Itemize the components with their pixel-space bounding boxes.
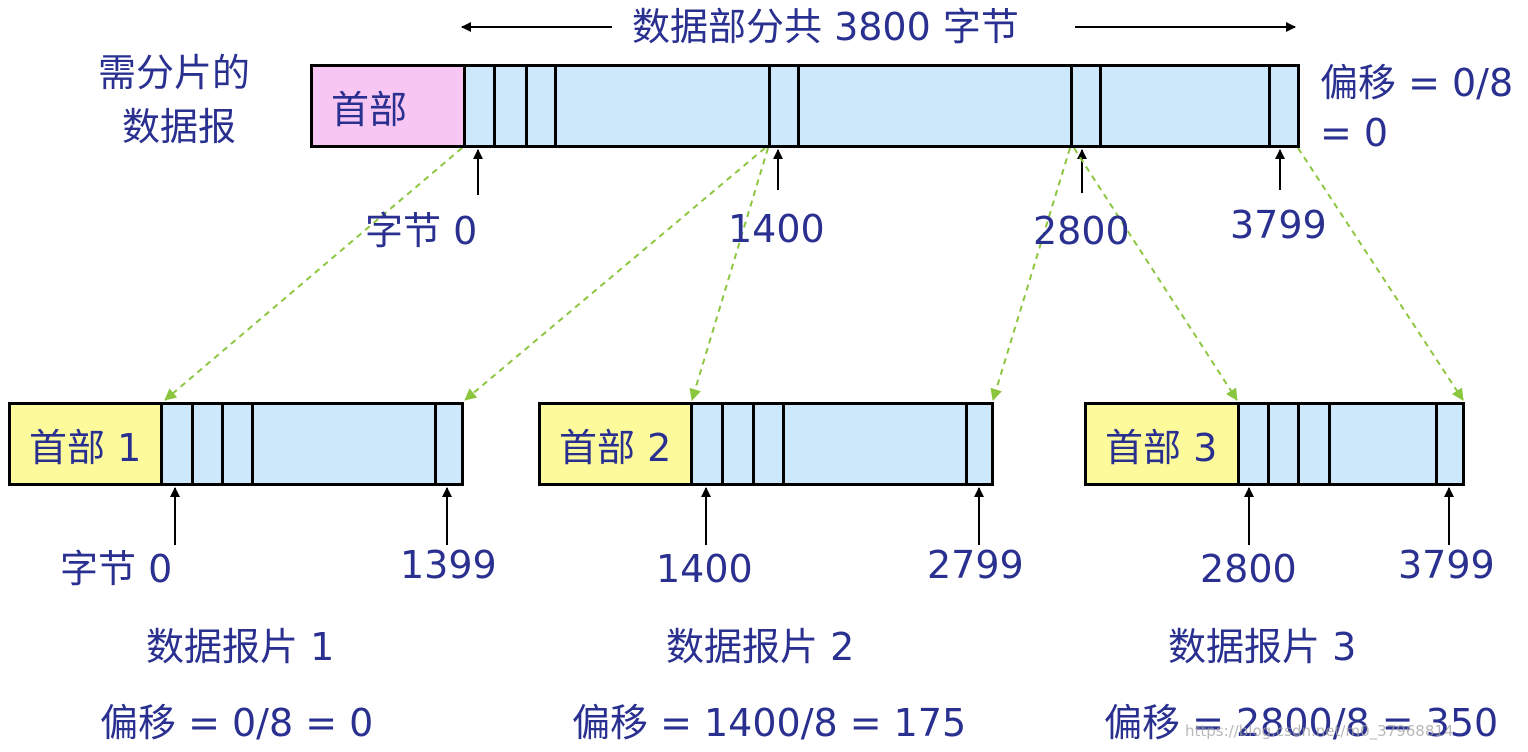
top-byte-label-3799: 3799 xyxy=(1230,203,1327,247)
fragment-3-offset: 偏移 = 2800/8 = 350 xyxy=(1104,701,1499,745)
fragment-segment-divider xyxy=(221,405,224,483)
fragment-2-start-label: 1400 xyxy=(656,547,753,591)
fragment-3-end-label: 3799 xyxy=(1398,543,1495,587)
fragment-3: 首部 3 xyxy=(1084,402,1465,486)
top-segment-divider xyxy=(1099,67,1102,145)
fragment-2-header-label: 首部 2 xyxy=(559,425,672,470)
watermark: https://blog.csdn.net/m0_37968814 xyxy=(1185,722,1454,740)
top-offset-line2: = 0 xyxy=(1320,111,1389,155)
fragment-3-name: 数据报片 3 xyxy=(1168,625,1357,669)
fragment-segment-divider xyxy=(965,405,968,483)
fragment-1: 首部 1 xyxy=(8,402,464,486)
fragment-1-end-label: 1399 xyxy=(400,543,497,587)
connector-frag3-start xyxy=(1073,147,1238,401)
top-segment-divider xyxy=(554,67,557,145)
top-byte-label-0: 字节 0 xyxy=(365,209,478,253)
fragment-1-name: 数据报片 1 xyxy=(146,625,335,669)
top-datagram-header: 首部 xyxy=(313,67,466,145)
top-byte-label-2800: 2800 xyxy=(1033,209,1130,253)
fragment-2-name: 数据报片 2 xyxy=(666,625,855,669)
fragment-segment-divider xyxy=(434,405,437,483)
top-segment-divider xyxy=(768,67,771,145)
top-segment-divider xyxy=(1268,67,1271,145)
connector-frag1-end xyxy=(464,147,766,401)
top-segment-divider xyxy=(493,67,496,145)
fragment-2-header: 首部 2 xyxy=(541,405,693,483)
connector-frag2-start xyxy=(689,147,769,401)
fragment-1-offset: 偏移 = 0/8 = 0 xyxy=(100,701,374,745)
connector-frag2-end xyxy=(990,147,1071,401)
fragment-1-header-label: 首部 1 xyxy=(29,425,142,470)
datagram-label-line1: 需分片的 xyxy=(98,51,251,95)
fragment-3-header-label: 首部 3 xyxy=(1105,425,1218,470)
fragment-segment-divider xyxy=(1267,405,1270,483)
datagram-label-line2: 数据报 xyxy=(122,105,237,149)
top-segment-divider xyxy=(525,67,528,145)
fragment-segment-divider xyxy=(721,405,724,483)
fragment-segment-divider xyxy=(251,405,254,483)
fragment-segment-divider xyxy=(782,405,785,483)
top-segment-divider xyxy=(1070,67,1073,145)
fragment-2-end-label: 2799 xyxy=(927,543,1024,587)
connector-frag1-start xyxy=(164,147,463,401)
fragment-segment-divider xyxy=(752,405,755,483)
top-datagram: 首部 xyxy=(310,64,1300,148)
fragment-3-start-label: 2800 xyxy=(1200,547,1297,591)
top-offset-line1: 偏移 = 0/8 xyxy=(1320,61,1514,105)
fragment-2: 首部 2 xyxy=(538,402,994,486)
fragment-1-start-label: 字节 0 xyxy=(60,547,173,591)
fragment-segment-divider xyxy=(1297,405,1300,483)
fragment-segment-divider xyxy=(191,405,194,483)
fragment-segment-divider xyxy=(1328,405,1331,483)
top-header-label: 首部 xyxy=(331,87,408,132)
fragment-1-header: 首部 1 xyxy=(11,405,163,483)
connector-frag3-end xyxy=(1297,147,1464,401)
top-byte-label-1400: 1400 xyxy=(728,207,825,251)
fragment-3-header: 首部 3 xyxy=(1087,405,1240,483)
span-label: 数据部分共 3800 字节 xyxy=(632,5,1019,49)
fragment-2-offset: 偏移 = 1400/8 = 175 xyxy=(572,701,967,745)
fragment-segment-divider xyxy=(1435,405,1438,483)
top-segment-divider xyxy=(797,67,800,145)
